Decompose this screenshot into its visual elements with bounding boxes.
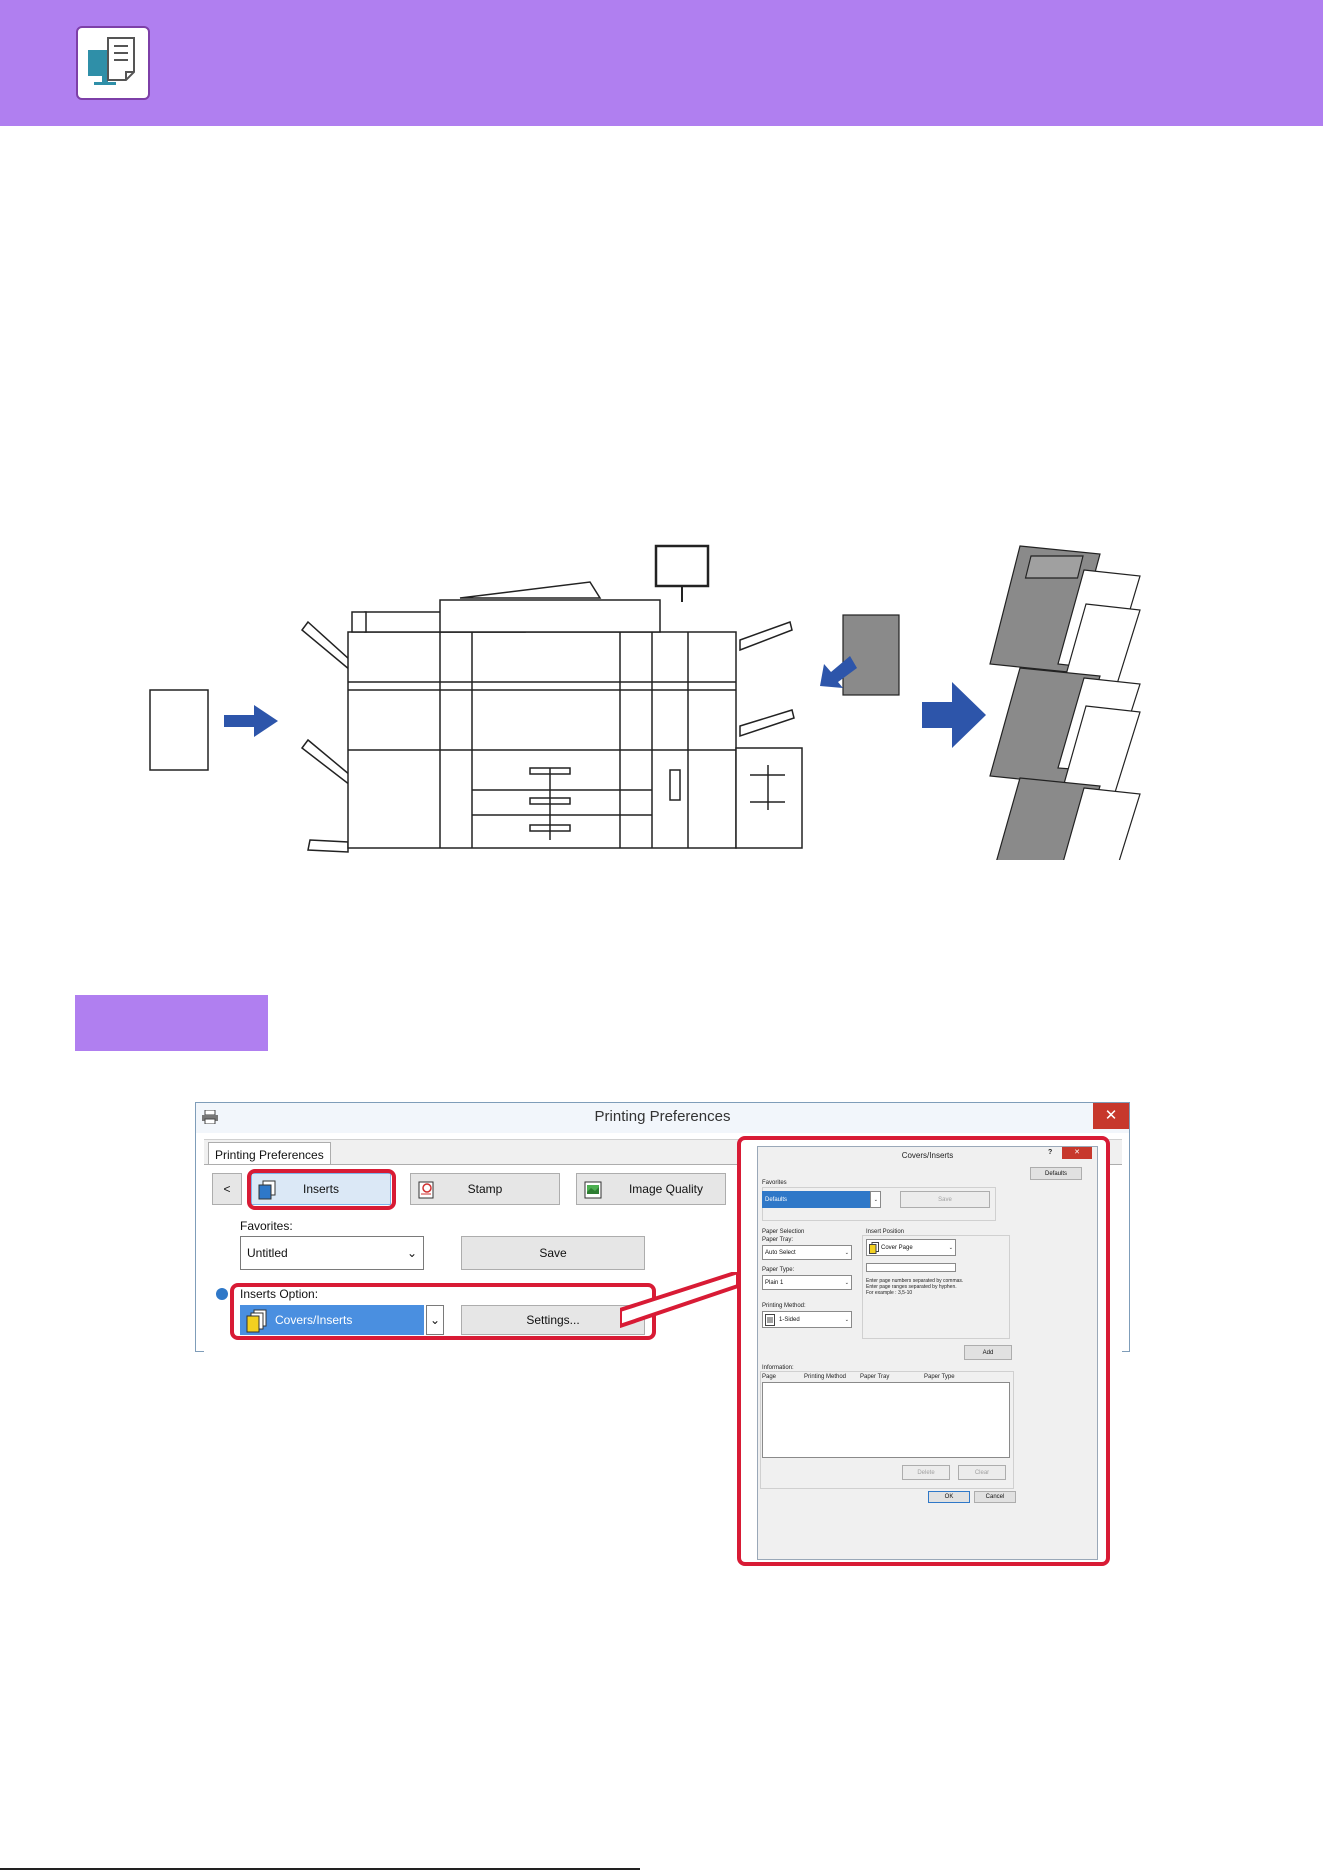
image-quality-icon [583, 1180, 603, 1200]
settings-button[interactable]: Settings... [461, 1305, 645, 1335]
callout-connector [620, 1272, 740, 1328]
info-dot-icon [216, 1288, 228, 1300]
clear-button[interactable]: Clear [958, 1465, 1006, 1480]
covers-favorites-value: Defaults [765, 1196, 788, 1203]
information-group [760, 1371, 1014, 1489]
printer-machine [347, 581, 737, 849]
arrow-right-large-icon [922, 682, 986, 748]
printer-icon [202, 1110, 218, 1124]
arrow-diagonal-icon [820, 656, 857, 688]
inserts-option-value: Covers/Inserts [275, 1313, 353, 1327]
insert-position-select[interactable]: Cover Page ⌄ [866, 1239, 956, 1256]
printing-method-select[interactable]: 1-Sided ⌄ [762, 1311, 852, 1328]
paper-tray-value: Auto Select [765, 1249, 796, 1256]
tab-image-quality-label: Image Quality [628, 1182, 704, 1196]
section-band [75, 995, 268, 1051]
computer-document-icon [76, 26, 150, 100]
paper-type-select[interactable]: Plain 1 ⌄ [762, 1275, 852, 1290]
column-paper-type: Paper Type [924, 1374, 955, 1380]
column-paper-tray: Paper Tray [860, 1374, 890, 1380]
inserts-highlight [247, 1169, 396, 1210]
chevron-down-icon: ⌄ [406, 1246, 417, 1260]
printing-method-label: Printing Method: [762, 1303, 806, 1309]
printing-method-value: 1-Sided [779, 1316, 800, 1323]
dialog-title: Printing Preferences [594, 1108, 731, 1125]
information-label: Information: [762, 1365, 794, 1371]
insert-position-group [862, 1235, 1010, 1339]
help-icon[interactable]: ? [1048, 1149, 1053, 1156]
hint-line: Enter page ranges separated by hyphen. [866, 1284, 957, 1290]
paper-tray-label: Paper Tray: [762, 1237, 794, 1243]
save-button[interactable]: Save [461, 1236, 645, 1270]
covers-favorites-select[interactable]: Defaults [762, 1191, 870, 1208]
tab-stamp-label: Stamp [467, 1182, 503, 1196]
insert-position-value: Cover Page [881, 1244, 913, 1251]
tab-image-quality[interactable]: Image Quality [576, 1173, 726, 1205]
covers-dialog-title: Covers/Inserts [901, 1151, 954, 1160]
footer-rule [0, 1868, 640, 1870]
information-list[interactable] [762, 1382, 1010, 1458]
favorites-label: Favorites: [240, 1219, 293, 1233]
covers-save-button[interactable]: Save [900, 1191, 990, 1208]
delete-button[interactable]: Delete [902, 1465, 950, 1480]
chevron-down-icon[interactable]: ⌄ [426, 1305, 444, 1335]
inserts-icon [258, 1180, 278, 1200]
add-button[interactable]: Add [964, 1345, 1012, 1360]
tab-printing-preferences[interactable]: Printing Preferences [208, 1142, 331, 1167]
stamp-icon [417, 1180, 437, 1200]
original-sheet [149, 689, 209, 771]
chevron-down-icon: ⌄ [948, 1244, 953, 1251]
page-numbers-input[interactable] [866, 1263, 956, 1272]
tab-inserts[interactable]: Inserts [251, 1173, 391, 1205]
header-band [0, 0, 1323, 126]
insert-position-label: Insert Position [866, 1229, 905, 1235]
ok-button[interactable]: OK [928, 1491, 970, 1503]
chevron-down-icon[interactable]: ⌄ [870, 1191, 881, 1208]
tab-inserts-label: Inserts [302, 1182, 339, 1196]
paper-tray-select[interactable]: Auto Select ⌄ [762, 1245, 852, 1260]
cancel-button[interactable]: Cancel [974, 1491, 1016, 1503]
favorites-value: Untitled [247, 1246, 288, 1260]
chevron-down-icon: ⌄ [844, 1316, 849, 1323]
defaults-button[interactable]: Defaults [1030, 1167, 1082, 1180]
chevron-down-icon: ⌄ [844, 1279, 849, 1286]
hint-line: Enter page numbers separated by commas. [866, 1278, 964, 1284]
close-icon[interactable]: ✕ [1093, 1103, 1129, 1129]
favorites-select[interactable]: Untitled ⌄ [240, 1236, 424, 1270]
covers-inserts-window: Covers/Inserts ? ✕ Defaults Favorites De… [757, 1146, 1098, 1560]
cover-page-icon [869, 1242, 879, 1254]
tab-stamp[interactable]: Stamp [410, 1173, 560, 1205]
inserts-option-highlight [230, 1283, 656, 1340]
covers-inserts-icon [245, 1309, 269, 1333]
page-numbers-hint: Enter page numbers separated by commas. … [866, 1278, 963, 1296]
output-stack [989, 545, 1141, 860]
column-printing-method: Printing Method [804, 1374, 847, 1380]
paper-type-value: Plain 1 [765, 1279, 784, 1286]
nav-back-button[interactable]: < [212, 1173, 242, 1205]
chevron-down-icon: ⌄ [844, 1249, 849, 1256]
hint-line: For example : 3,5-10 [866, 1290, 913, 1296]
paper-type-label: Paper Type: [762, 1267, 795, 1273]
covers-favorites-label: Favorites [762, 1180, 787, 1186]
paper-selection-label: Paper Selection [762, 1229, 805, 1235]
one-sided-icon [765, 1314, 775, 1326]
inserts-option-label: Inserts Option: [240, 1287, 319, 1301]
arrow-right-icon [224, 705, 278, 737]
dialog-titlebar [196, 1103, 1129, 1133]
column-page: Page [762, 1374, 777, 1380]
cover-sheet [842, 614, 900, 696]
covers-inserts-dialog: Covers/Inserts ? ✕ Defaults Favorites De… [737, 1136, 1110, 1566]
inserts-option-select[interactable]: Covers/Inserts [240, 1305, 424, 1335]
close-icon[interactable]: ✕ [1062, 1147, 1092, 1159]
inserts-illustration [149, 544, 1141, 860]
